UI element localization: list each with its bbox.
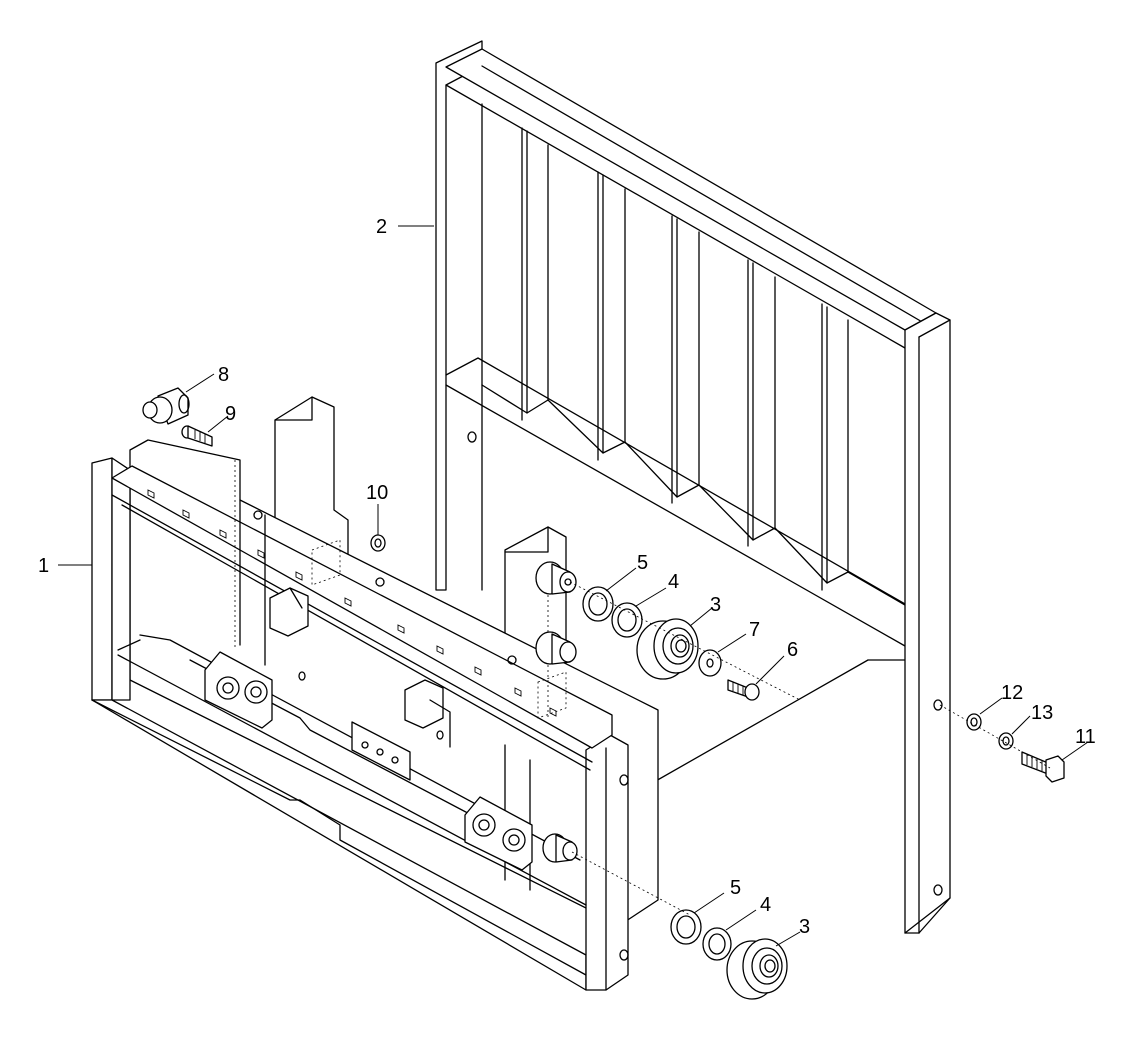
backrest-frame xyxy=(435,40,951,934)
callout-7: 7 xyxy=(749,619,760,641)
callout-11: 11 xyxy=(1075,726,1096,748)
backrest-slats xyxy=(481,103,849,591)
callout-13: 13 xyxy=(1031,702,1053,724)
callout-3-lower: 3 xyxy=(799,916,810,938)
callout-12: 12 xyxy=(1001,682,1023,704)
part-3-bearing-lower xyxy=(726,938,788,1000)
part-6-screw xyxy=(727,679,760,701)
part-8-stud xyxy=(142,387,190,425)
part-4-washer-lower xyxy=(702,927,732,961)
callout-4-lower: 4 xyxy=(760,894,771,916)
callout-3-upper: 3 xyxy=(710,594,721,616)
roller-shafts xyxy=(535,561,578,863)
callout-5-upper: 5 xyxy=(637,552,648,574)
part-5-washer-upper xyxy=(582,586,614,622)
callout-1: 1 xyxy=(38,555,49,577)
callout-8: 8 xyxy=(218,364,229,386)
part-7-washer xyxy=(698,649,722,677)
part-4-washer-upper xyxy=(611,602,643,638)
callout-6: 6 xyxy=(787,639,798,661)
callout-9: 9 xyxy=(225,403,236,425)
top-rail-notches xyxy=(147,489,557,717)
callout-labels: 1 2 8 9 10 5 4 3 7 6 12 13 11 5 4 3 xyxy=(38,216,1096,938)
part-12-washer xyxy=(966,713,982,731)
leader-lines xyxy=(58,225,1089,947)
part-3-bearing-upper xyxy=(636,618,699,680)
part-13-lock-washer xyxy=(998,732,1014,750)
callout-5-lower: 5 xyxy=(730,877,741,899)
callout-2: 2 xyxy=(376,216,387,238)
part-10-nut xyxy=(370,534,386,552)
part-11-bolt xyxy=(1021,751,1065,783)
callout-4-upper: 4 xyxy=(668,571,679,593)
part-9-screw xyxy=(181,425,213,447)
callout-10: 10 xyxy=(366,482,388,504)
fork-lock-right xyxy=(464,796,533,871)
fork-lock-left xyxy=(204,651,273,729)
part-5-washer-lower xyxy=(670,909,702,945)
fork-carriage xyxy=(91,396,659,991)
